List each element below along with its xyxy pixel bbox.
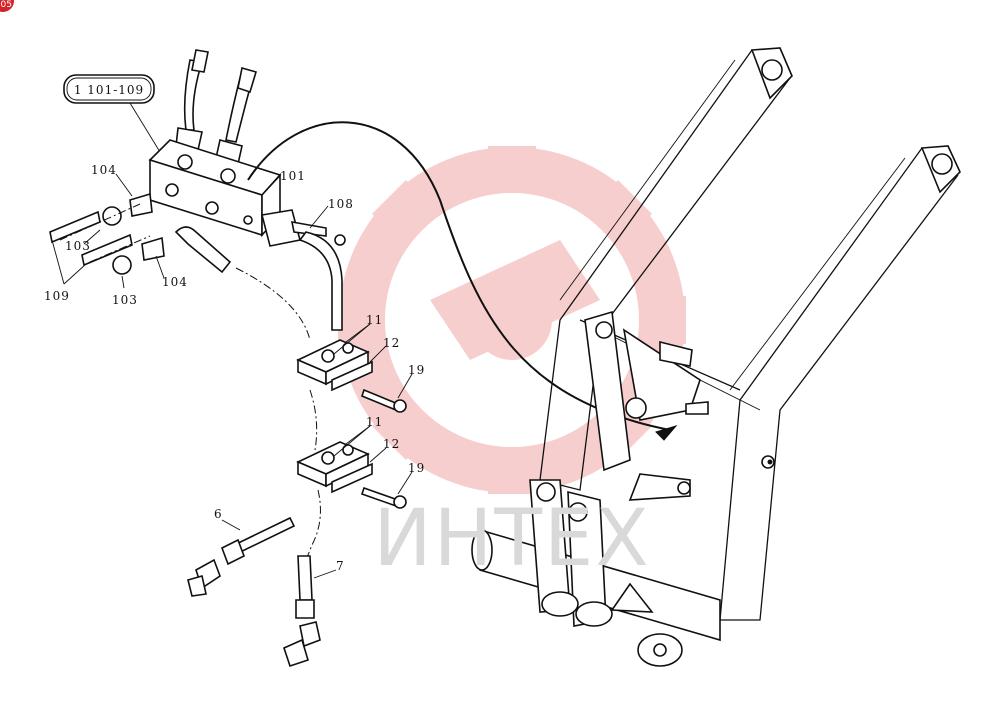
hose-7 <box>283 555 321 668</box>
valve-108 <box>261 209 346 331</box>
label-12-lower: 12 <box>383 437 400 451</box>
label-104-bottom: 104 <box>162 275 188 289</box>
routing-dashed-line <box>235 267 321 561</box>
boom-brackets <box>584 310 709 501</box>
part-labels: 104 103 109 103 104 101 108 11 12 19 11 … <box>44 163 425 573</box>
arrow-head <box>655 425 678 441</box>
valve-block <box>148 139 282 238</box>
bolt-dashed-lines <box>59 203 151 263</box>
watermark-gear-hub <box>472 280 552 360</box>
label-109: 109 <box>44 289 70 303</box>
corner-badge: 05 <box>0 0 14 12</box>
watermark-gear-teeth <box>338 146 686 494</box>
long-hydraulic-line <box>247 121 671 431</box>
label-108: 108 <box>328 197 354 211</box>
label-11-upper: 11 <box>366 313 383 327</box>
label-101: 101 <box>280 169 306 183</box>
callout-leader <box>129 102 161 153</box>
label-103-bottom: 103 <box>112 293 138 307</box>
lower-mounts <box>471 479 721 667</box>
label-104-top: 104 <box>91 163 117 177</box>
label-6: 6 <box>214 507 223 521</box>
fittings-left <box>49 192 232 275</box>
watermark-text: ИНТЕХ <box>373 494 651 584</box>
label-19-upper: 19 <box>408 363 425 377</box>
clamp-lower <box>296 441 407 509</box>
label-11-lower: 11 <box>366 415 383 429</box>
label-7: 7 <box>336 559 345 573</box>
watermark-gear-logo <box>338 146 686 494</box>
hose-6 <box>187 516 296 597</box>
leader-lines <box>51 173 413 579</box>
label-19-lower: 19 <box>408 461 425 475</box>
clamp-upper <box>296 339 407 413</box>
label-12-upper: 12 <box>383 336 400 350</box>
callout-box-text: 1 101-109 <box>74 83 144 97</box>
callout-box: 1 101-109 <box>63 74 155 104</box>
label-103-top: 103 <box>65 239 91 253</box>
